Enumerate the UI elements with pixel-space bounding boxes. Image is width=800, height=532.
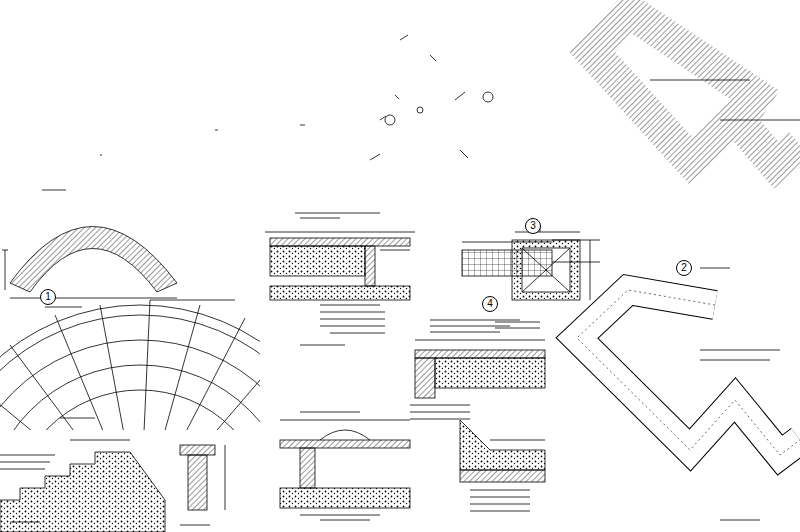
callout-number: 2 — [681, 263, 687, 273]
callout-circle: 4 — [482, 296, 498, 312]
callout-circle: 3 — [525, 218, 541, 234]
callout-number: 4 — [487, 299, 493, 309]
callout-number: 3 — [530, 221, 536, 231]
callout-circle: 1 — [40, 289, 56, 305]
callout-circle: 2 — [676, 260, 692, 276]
callout-number: 1 — [45, 292, 51, 302]
